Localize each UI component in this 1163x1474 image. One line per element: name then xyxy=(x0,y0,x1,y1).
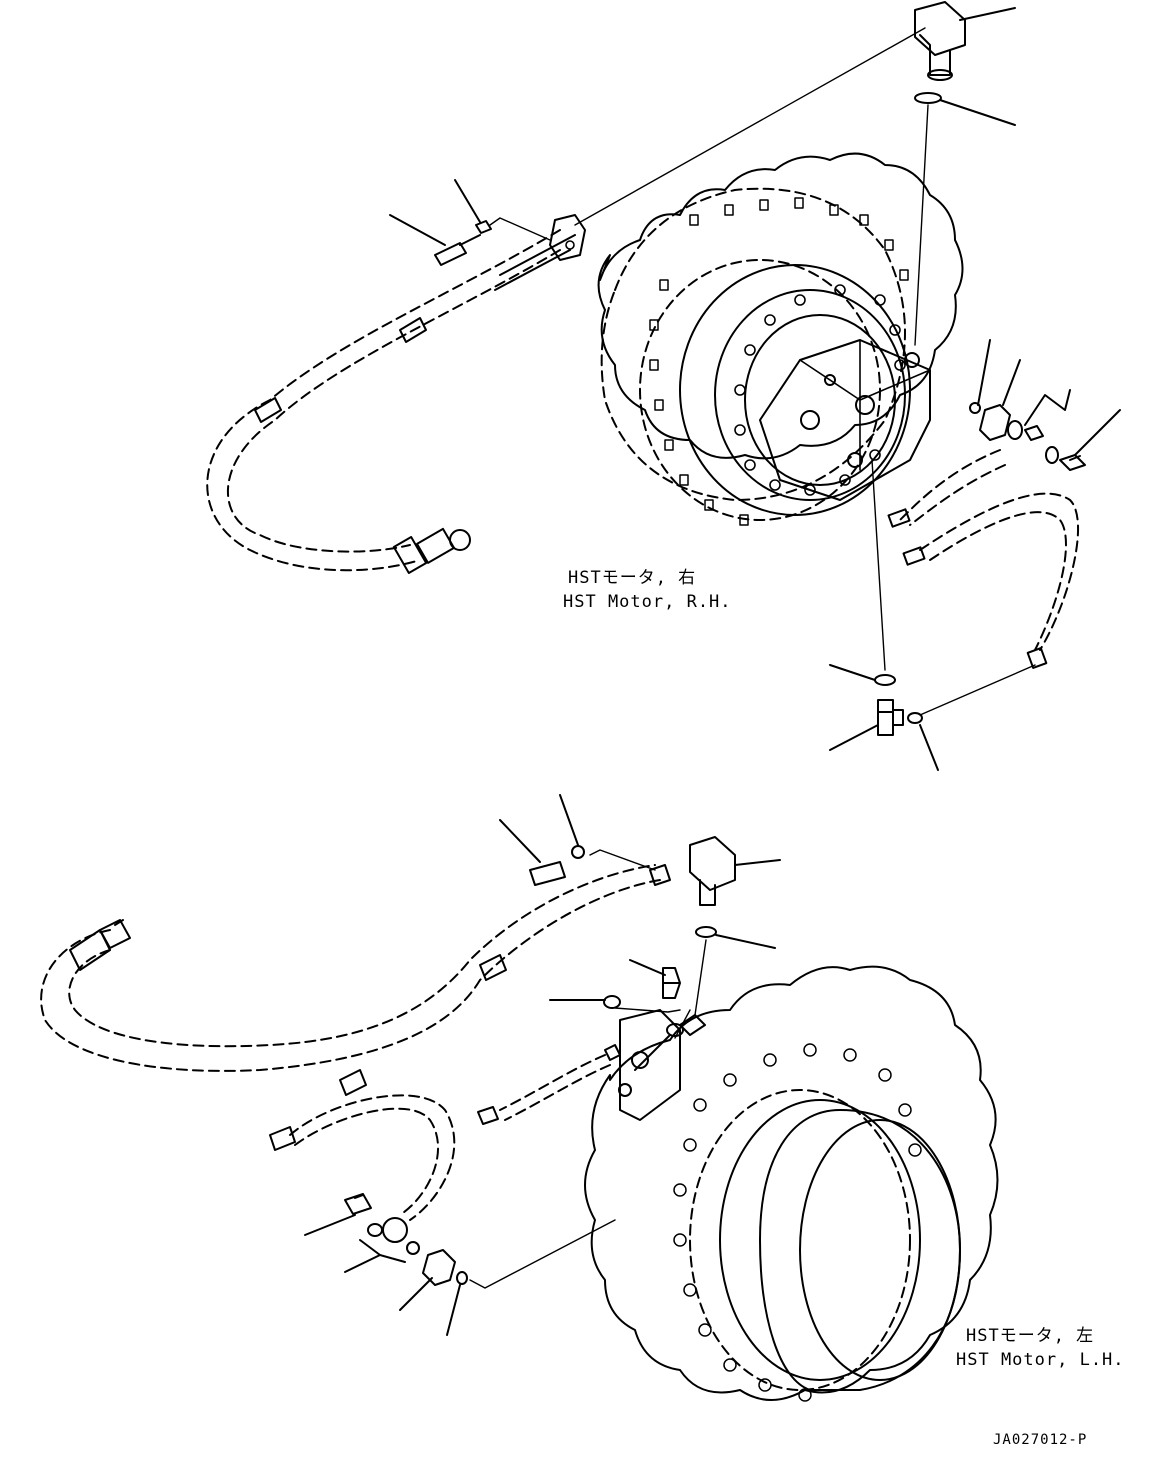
lh-motor-sprocket xyxy=(584,965,999,1402)
rh-sprocket-dashed xyxy=(600,187,906,501)
rh-leader-right-2 xyxy=(1002,359,1021,406)
rh-valve-block xyxy=(759,339,931,501)
rh-valve-port-1 xyxy=(904,352,920,368)
rh-top-oring xyxy=(914,92,942,104)
rh-hose-fitting-2 xyxy=(416,527,455,564)
rh-valve-port-2 xyxy=(855,395,875,415)
rh-hose-collar xyxy=(254,397,282,423)
rh-sprocket-pins xyxy=(649,197,909,526)
rh-right-fittings xyxy=(969,339,1121,471)
rh-valve-port-4 xyxy=(847,452,863,468)
rh-top-elbow xyxy=(914,1,1016,346)
lh-hub-body xyxy=(759,1109,961,1391)
rh-hub-bolts xyxy=(734,284,906,496)
lh-label-en: HST Motor, L.H. xyxy=(956,1350,1125,1370)
rh-hose-end xyxy=(449,529,471,551)
lh-hub-ring xyxy=(719,1099,921,1381)
rh-valve-port-5 xyxy=(824,374,836,386)
rh-label-en: HST Motor, R.H. xyxy=(563,592,732,612)
rh-vert-line-top xyxy=(914,104,929,346)
rh-hub-dashed xyxy=(639,259,881,521)
rh-hose-fitting-1 xyxy=(392,536,428,574)
rh-leader-flange xyxy=(574,27,926,226)
lh-left-hose xyxy=(269,1094,456,1243)
rh-sprocket-teeth xyxy=(597,152,964,460)
rh-hub-mid xyxy=(714,289,906,501)
rh-leader-nut xyxy=(454,179,481,223)
rh-flange xyxy=(549,214,586,261)
rh-valve-port-3 xyxy=(800,410,820,430)
drawing-code: JA027012-P xyxy=(993,1432,1088,1448)
lh-label-jp: HSTモータ, 左 xyxy=(966,1326,1095,1346)
rh-leader-bolt xyxy=(389,214,446,246)
rh-leader-elbow xyxy=(959,7,1016,21)
lh-bolt-group xyxy=(499,794,781,1016)
rh-bolt xyxy=(434,234,481,266)
rh-hose-collar-2 xyxy=(399,317,427,343)
lh-hub-dashed xyxy=(689,1089,911,1391)
rh-label-jp: HSTモータ, 右 xyxy=(568,568,697,588)
lh-motor-block xyxy=(619,1009,681,1121)
rh-leader-right-1 xyxy=(977,339,991,406)
rh-nut xyxy=(475,220,492,234)
rh-flange-group xyxy=(389,27,926,266)
rh-valve-block-face xyxy=(799,339,931,471)
rh-long-hose xyxy=(206,229,576,574)
lh-hub-cap xyxy=(799,1119,961,1381)
rh-motor-sprocket xyxy=(597,152,964,526)
lh-center-fittings xyxy=(477,959,691,1125)
rh-small-hoses xyxy=(887,449,1080,669)
lh-long-hose xyxy=(40,864,671,1096)
rh-bottom-sensor xyxy=(829,459,1036,771)
rh-leader-right-4 xyxy=(1074,409,1121,456)
rh-hub-inner xyxy=(744,314,896,486)
lh-sprocket-teeth xyxy=(584,965,999,1401)
rh-leader-oring xyxy=(939,99,1016,126)
lh-left-fittings xyxy=(304,1193,616,1336)
rh-leader-right-3 xyxy=(1024,389,1071,426)
